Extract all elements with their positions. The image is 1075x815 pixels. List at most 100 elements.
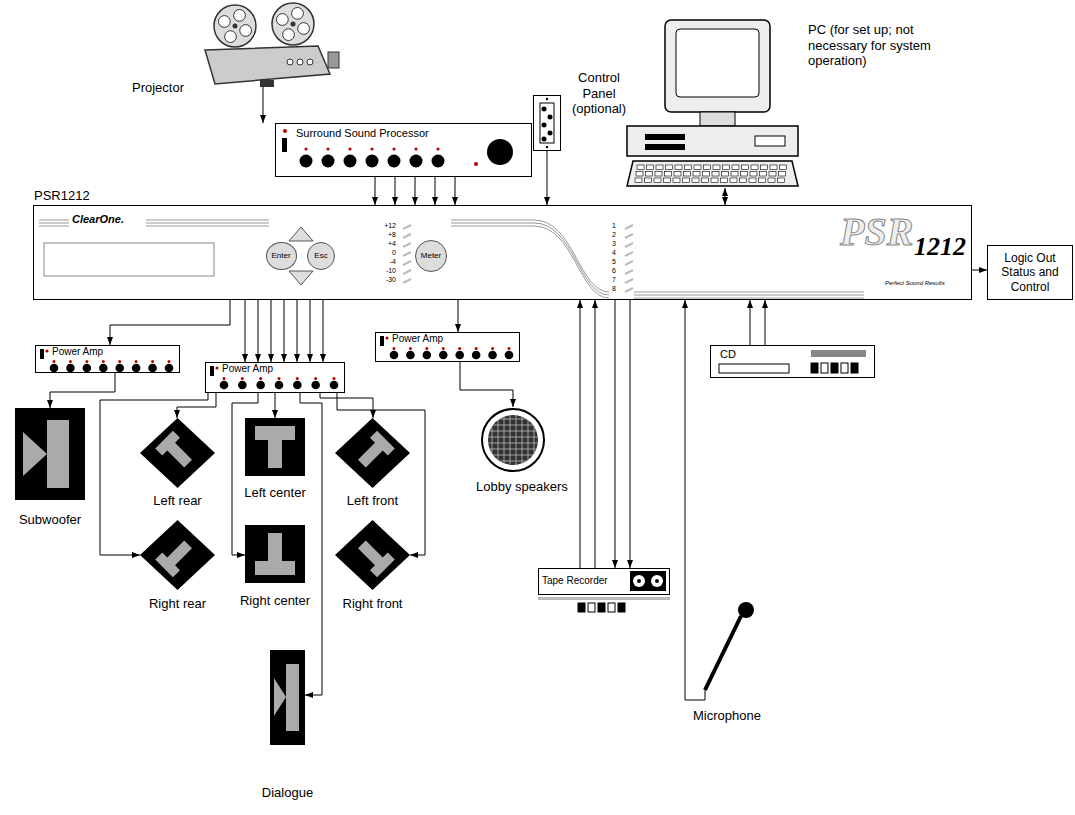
signal-connector [455, 177, 456, 205]
signal-connector [395, 177, 396, 205]
speaker-icon-drawing [335, 520, 410, 590]
signal-connector [177, 393, 216, 418]
signal-connector [271, 300, 272, 362]
node-label: Projector [106, 80, 184, 96]
processor-box: Surround Sound Processor [275, 123, 532, 177]
speaker-icon: Right front [335, 520, 410, 590]
esc-button: Esc [307, 242, 335, 270]
speaker-icon-drawing [480, 407, 546, 473]
signal-connector [547, 151, 548, 205]
control-panel: Control Panel (optional) [533, 95, 561, 151]
node-label: Control Panel (optional) [563, 70, 635, 117]
speaker-icon: Dialogue [270, 650, 305, 745]
power-amp: Power Amp [35, 345, 180, 373]
speaker-icon: Right center [245, 525, 305, 585]
node-label: Lobby speakers [476, 479, 586, 495]
speaker-icon: Left front [335, 418, 410, 488]
signal-connector [297, 300, 298, 362]
speaker-icon-drawing [245, 418, 305, 476]
speaker-icon-drawing [335, 418, 410, 488]
node-label: Power Amp [52, 346, 152, 358]
signal-connector [50, 373, 115, 408]
panel-label: +4 [366, 240, 396, 247]
speaker-icon: Lobby speakers [480, 407, 546, 473]
projector-icon-drawing [190, 2, 340, 87]
logic-out-box: Logic Out Status and Control [987, 245, 1073, 300]
speaker-icon-drawing [140, 418, 215, 488]
signal-connector [765, 300, 766, 345]
speaker-icon-drawing [140, 520, 215, 590]
panel-label: -4 [366, 258, 396, 265]
node-label: Left center [233, 485, 317, 501]
pc-icon-drawing [625, 18, 800, 188]
speaker-icon: Left rear [140, 418, 215, 488]
signal-connector [458, 300, 459, 332]
signal-connector [580, 300, 581, 568]
node-label: Logic Out Status and Control [988, 251, 1072, 294]
pc-icon: PC (for set up; not necessary for system… [625, 18, 800, 188]
node-label: Left front [327, 493, 418, 509]
node-label: PSR1212 [34, 188, 154, 204]
signal-connector [263, 87, 264, 123]
microphone-icon-drawing [700, 600, 755, 690]
signal-connector [630, 300, 631, 568]
signal-connector [275, 393, 276, 418]
panel-label: -30 [366, 276, 396, 283]
signal-connector [435, 177, 436, 205]
node-label: Left rear [132, 493, 223, 509]
meter-button: Meter [415, 240, 447, 272]
node-label: Right rear [132, 596, 223, 612]
signal-connector [725, 188, 726, 205]
node-label: Meter [419, 251, 443, 261]
panel-label: +8 [366, 231, 396, 238]
projector-icon: Projector [190, 2, 340, 87]
subwoofer-icon: Subwoofer [15, 408, 85, 500]
panel-label: 0 [366, 249, 396, 256]
microphone-icon: Microphone [700, 600, 755, 690]
node-label: Microphone [682, 708, 772, 724]
panel-label: -10 [366, 267, 396, 274]
node-label: Dialogue [240, 785, 335, 801]
speaker-icon-drawing [270, 650, 305, 745]
node-label: Esc [312, 251, 329, 261]
signal-connector [615, 300, 616, 568]
node-label: Power Amp [392, 333, 492, 345]
subwoofer-icon-drawing [15, 408, 85, 500]
node-label: Power Amp [222, 363, 322, 375]
signal-connector [685, 300, 705, 700]
node-label: CD [720, 348, 760, 361]
speaker-icon: Left center [245, 418, 305, 476]
power-amp: Power Amp [375, 332, 520, 362]
signal-connector [323, 300, 324, 362]
signal-connector [258, 300, 259, 362]
signal-connector [320, 393, 373, 418]
signal-connector [284, 300, 285, 362]
signal-connector [460, 362, 513, 407]
control-panel-drawing [533, 95, 561, 151]
node-label: Right center [233, 593, 317, 609]
node-label: PC (for set up; not necessary for system… [808, 22, 933, 69]
node-label: Tape Recorder [542, 575, 627, 587]
power-amp: Power Amp [205, 362, 345, 393]
tape-recorder: Tape Recorder [538, 568, 670, 618]
node-label: Right front [327, 596, 418, 612]
signal-connector [595, 300, 596, 568]
signal-connector [375, 177, 376, 205]
signal-connector [972, 270, 987, 271]
mixer-unit: PSR1212EnterEscMeter [33, 205, 972, 300]
mixer-unit-drawing [34, 206, 973, 301]
speaker-icon-drawing [245, 525, 305, 585]
signal-connector [310, 300, 311, 362]
node-label: Enter [269, 251, 292, 261]
speaker-icon: Right rear [140, 520, 215, 590]
signal-connector [415, 177, 416, 205]
cd-player: CD [710, 345, 875, 378]
signal-connector [750, 300, 751, 345]
node-label: Surround Sound Processor [296, 127, 496, 140]
panel-label: +12 [366, 222, 396, 229]
signal-connector [245, 300, 246, 362]
enter-button: Enter [266, 242, 297, 270]
signal-connector [110, 300, 230, 345]
node-label: Subwoofer [0, 512, 100, 528]
